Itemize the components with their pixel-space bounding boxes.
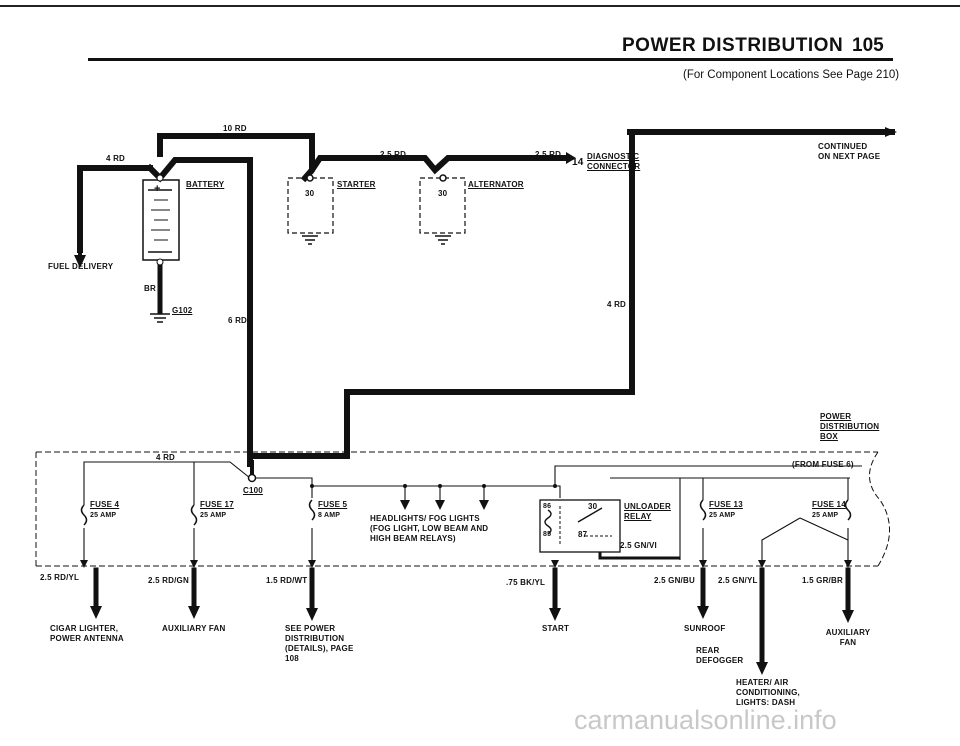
wire-fuel-delivery: [77, 165, 153, 253]
fuel-delivery-label: FUEL DELIVERY: [48, 262, 114, 271]
top-border: [0, 5, 960, 7]
fuse5-amp: 8 AMP: [318, 512, 341, 519]
relay-terminal-86: 86: [543, 503, 552, 510]
alternator-label: ALTERNATOR: [468, 180, 524, 189]
wire-label-ground: BR: [144, 284, 156, 293]
dest-heater-ac: HEATER/ AIR CONDITIONING, LIGHTS: DASH: [736, 678, 800, 707]
battery-label: BATTERY: [186, 180, 225, 189]
from-fuse6-label: (FROM FUSE 6): [792, 460, 854, 469]
wire-label-alt: 4 RD: [607, 300, 627, 309]
fuse13-name: FUSE 13: [709, 500, 743, 509]
wire-label-fuse13-out: 2.5 GN/BU: [654, 576, 695, 585]
wire-label-fuel-feed: 4 RD: [106, 154, 126, 163]
wire-label-diag: 2.5 RD: [535, 150, 562, 159]
battery-plus: +: [154, 183, 161, 195]
alternator-terminal: 30: [438, 189, 448, 198]
page-title: POWER DISTRIBUTION: [622, 35, 844, 56]
header-rule: [88, 58, 893, 61]
ground-label: G102: [172, 306, 193, 315]
starter-label: STARTER: [337, 180, 376, 189]
wire-label-unloader: 2.5 GN/VI: [620, 541, 657, 550]
wire-starter-alt: [307, 155, 569, 175]
wire-label-fuse5-out: 1.5 RD/WT: [266, 576, 308, 585]
starter-box: [287, 177, 334, 234]
relay-terminal-87: 87: [578, 530, 588, 539]
wire-battery-feed: [145, 157, 253, 467]
fuse14-name: FUSE 14: [812, 500, 846, 509]
dest-see-power-distribution: SEE POWER DISTRIBUTION (DETAILS), PAGE 1…: [285, 624, 354, 663]
fuse17-amp: 25 AMP: [200, 512, 227, 519]
alternator-box: [419, 177, 466, 234]
dest-cigar-lighter: CIGAR LIGHTER, POWER ANTENNA: [50, 624, 124, 643]
fuse17-name: FUSE 17: [200, 500, 234, 509]
wire-label-start-out: .75 BK/YL: [506, 578, 546, 587]
wire-label-main-drop: 6 RD: [228, 316, 248, 325]
fuse4-amp: 25 AMP: [90, 512, 117, 519]
dest-rear-defogger: REAR DEFOGGER: [696, 646, 744, 665]
unloader-relay-label: UNLOADER RELAY: [624, 502, 671, 521]
wire-label-fuse14-out: 1.5 GR/BR: [802, 576, 843, 585]
power-box-border: [35, 451, 878, 567]
unloader-relay-box: [539, 499, 621, 553]
watermark: carmanualsonline.info: [574, 705, 837, 735]
fuse13-amp: 25 AMP: [709, 512, 736, 519]
fuse14-amp: 25 AMP: [812, 512, 839, 519]
power-box-label: POWER DISTRIBUTION BOX: [820, 412, 880, 441]
wire-label-fuse4-out: 2.5 RD/YL: [40, 573, 80, 582]
wire-main-10rd: [157, 133, 315, 157]
fuse5-name: FUSE 5: [318, 500, 348, 509]
dest-sunroof: SUNROOF: [684, 624, 726, 633]
diagnostic-label: DIAGNOSTIC CONNECTOR: [587, 152, 641, 171]
diag-pin: 14: [572, 157, 584, 168]
wire-label-bus: 4 RD: [156, 453, 176, 462]
connector-label: C100: [243, 486, 263, 495]
continued-label: CONTINUED ON NEXT PAGE: [818, 142, 881, 161]
wire-label-fuse13b-out: 2.5 GN/YL: [718, 576, 758, 585]
dest-start: START: [542, 624, 570, 633]
relay-terminal-30: 30: [588, 502, 598, 511]
wire-label-fuse17-out: 2.5 RD/GN: [148, 576, 189, 585]
page-number: 105: [852, 35, 884, 56]
wire-alt-drop: [252, 129, 635, 459]
relay-terminal-85: 85: [543, 531, 552, 538]
headlights-label: HEADLIGHTS/ FOG LIGHTS (FOG LIGHT, LOW B…: [370, 514, 489, 543]
page-subtitle: (For Component Locations See Page 210): [683, 69, 900, 81]
dest-auxiliary-fan-2: AUXILIARY FAN: [825, 628, 871, 647]
wire-label-main: 10 RD: [223, 124, 247, 133]
starter-terminal: 30: [305, 189, 315, 198]
fuse4-name: FUSE 4: [90, 500, 120, 509]
dest-auxiliary-fan-1: AUXILIARY FAN: [162, 624, 226, 633]
wire-label-starter: 2.5 RD: [380, 150, 407, 159]
